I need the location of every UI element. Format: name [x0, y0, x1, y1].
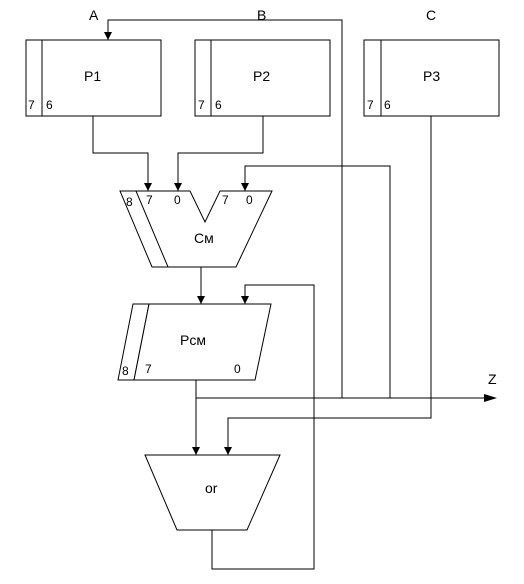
- output-z-label: Z: [488, 371, 497, 387]
- input-a-label: A: [89, 7, 99, 23]
- register-p2: 7 6 P2: [194, 39, 331, 117]
- p2-bit-low: 6: [215, 98, 222, 112]
- sum-register-bit-7: 7: [145, 362, 152, 376]
- p3-bit-low: 6: [384, 98, 391, 112]
- p3-bit-high: 7: [367, 98, 374, 112]
- input-c-label: C: [426, 7, 436, 23]
- register-p1: 7 6 P1: [25, 39, 162, 117]
- feedback-wire-to-adder: [241, 165, 391, 398]
- adder-bit-8: 8: [126, 195, 133, 209]
- or-gate-label: or: [205, 480, 218, 496]
- wire-adder-to-sum-register: [197, 267, 205, 304]
- output-bus: [195, 380, 497, 402]
- adder-right-bit-7: 7: [222, 193, 229, 207]
- p2-bit-high: 7: [198, 98, 205, 112]
- input-b-label: B: [257, 7, 266, 23]
- p1-bit-low: 6: [46, 98, 53, 112]
- sum-register-bit-0: 0: [234, 362, 241, 376]
- adder-right-bit-0: 0: [246, 193, 253, 207]
- adder-left-bit-7: 7: [146, 193, 153, 207]
- sum-register-block: 8 7 0 Рсм: [117, 303, 272, 381]
- adder-left-bit-0: 0: [174, 193, 181, 207]
- wire-sum-register-to-or: [192, 398, 200, 455]
- wire-p1-to-adder: [92, 116, 152, 191]
- or-gate-block: or: [144, 454, 281, 531]
- adder-block: 8 7 0 7 0 См: [119, 190, 273, 268]
- register-p3: 7 6 P3: [363, 39, 500, 117]
- wire-p2-to-adder: [174, 116, 264, 191]
- adder-label: См: [194, 230, 214, 246]
- feedback-wire-to-p1: [104, 19, 343, 398]
- feedback-wire-or-to-sum-register: [211, 284, 315, 570]
- p1-label: P1: [84, 68, 101, 84]
- p1-bit-high: 7: [28, 98, 35, 112]
- sum-register-bit-8: 8: [122, 364, 129, 378]
- wire-p3-to-or: [224, 116, 432, 455]
- p3-label: P3: [423, 68, 440, 84]
- p2-label: P2: [253, 68, 270, 84]
- sum-register-label: Рсм: [180, 332, 206, 348]
